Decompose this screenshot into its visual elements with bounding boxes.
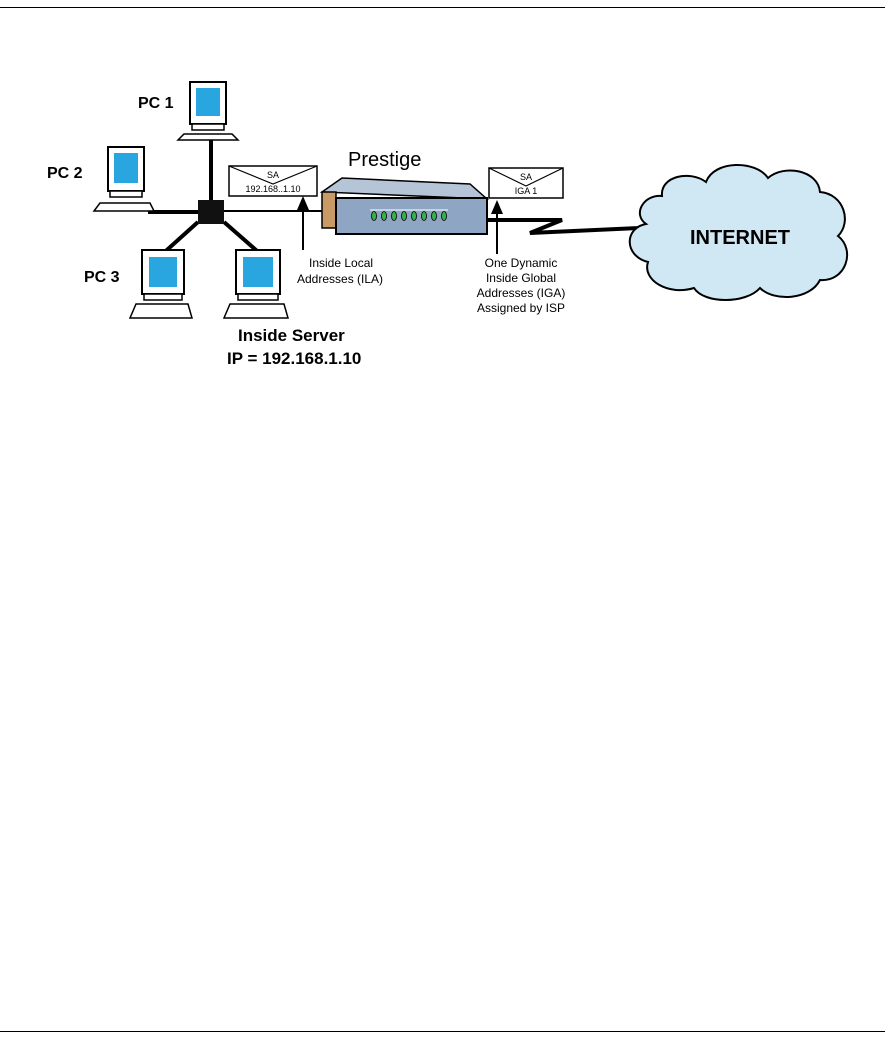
prestige-router <box>319 177 490 235</box>
wan-link <box>487 218 641 235</box>
prestige-label: Prestige <box>348 149 421 171</box>
iga-label-line3: Addresses (IGA) <box>477 286 566 300</box>
ila-label-line2: Addresses (ILA) <box>297 272 383 286</box>
pc-3 <box>128 249 193 319</box>
arrow-up-icon <box>297 196 309 210</box>
cloud-icon <box>628 164 848 301</box>
packet-wan-address: IGA 1 <box>515 186 538 196</box>
pc2-label: PC 2 <box>47 165 83 182</box>
envelope-icon <box>488 167 564 199</box>
router-led-2 <box>381 211 387 221</box>
envelope-icon <box>228 165 318 197</box>
packet-lan: SA 192.168..1.10 <box>228 165 318 197</box>
router-led-5 <box>411 211 417 221</box>
header-rule <box>0 7 885 8</box>
keyboard-icon <box>176 133 240 141</box>
keyboard-icon <box>92 202 156 212</box>
iga-label-line4: Assigned by ISP <box>477 301 565 315</box>
pc-2 <box>92 146 156 212</box>
pc1-label: PC 1 <box>138 95 174 112</box>
ila-arrow <box>297 196 309 250</box>
iga-label-line2: Inside Global <box>486 271 556 285</box>
iga-arrow <box>491 200 503 254</box>
packet-wan: SA IGA 1 <box>488 167 564 199</box>
footer-rule <box>0 1031 885 1032</box>
internet-label: INTERNET <box>690 227 790 249</box>
pc3-label: PC 3 <box>84 269 120 286</box>
keyboard-icon <box>128 303 193 319</box>
packet-wan-header: SA <box>520 172 532 182</box>
router-top <box>319 177 490 200</box>
packet-lan-address: 192.168..1.10 <box>245 184 300 194</box>
router-side <box>321 191 337 229</box>
screen <box>196 88 220 116</box>
keyboard-icon <box>222 303 289 319</box>
server-title: Inside Server <box>238 326 345 345</box>
router-led-4 <box>401 211 407 221</box>
router-led-7 <box>431 211 437 221</box>
ila-label-line1: Inside Local <box>309 256 373 270</box>
router-leds <box>371 211 447 221</box>
server-ip: IP = 192.168.1.10 <box>227 349 361 368</box>
packet-lan-header: SA <box>267 170 279 180</box>
hub-icon <box>198 200 224 224</box>
router-led-6 <box>421 211 427 221</box>
pc-1 <box>176 81 240 141</box>
arrow-up-icon <box>491 200 503 214</box>
inside-server <box>222 249 289 319</box>
lan-cabling <box>148 140 267 260</box>
router-led-1 <box>371 211 377 221</box>
router-led-3 <box>391 211 397 221</box>
internet-cloud: INTERNET <box>628 164 848 301</box>
iga-label-line1: One Dynamic <box>485 256 558 270</box>
router-led-8 <box>441 211 447 221</box>
